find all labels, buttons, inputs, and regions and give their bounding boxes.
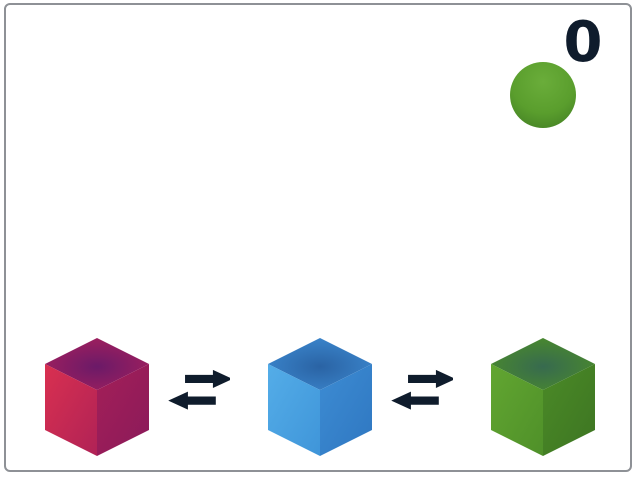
red-cube-icon: [45, 338, 149, 456]
swap-arrows-icon: [391, 369, 453, 410]
green-cube[interactable]: [489, 336, 597, 458]
swap-arrows-icon: [168, 369, 230, 410]
swap-red-blue-button[interactable]: [168, 366, 230, 426]
swap-blue-green-button[interactable]: [391, 366, 453, 426]
score-counter: 0: [563, 10, 603, 75]
green-ball[interactable]: [510, 62, 576, 128]
blue-cube-icon: [268, 338, 372, 456]
red-cube[interactable]: [43, 336, 151, 458]
green-cube-icon: [491, 338, 595, 456]
blue-cube[interactable]: [266, 336, 374, 458]
